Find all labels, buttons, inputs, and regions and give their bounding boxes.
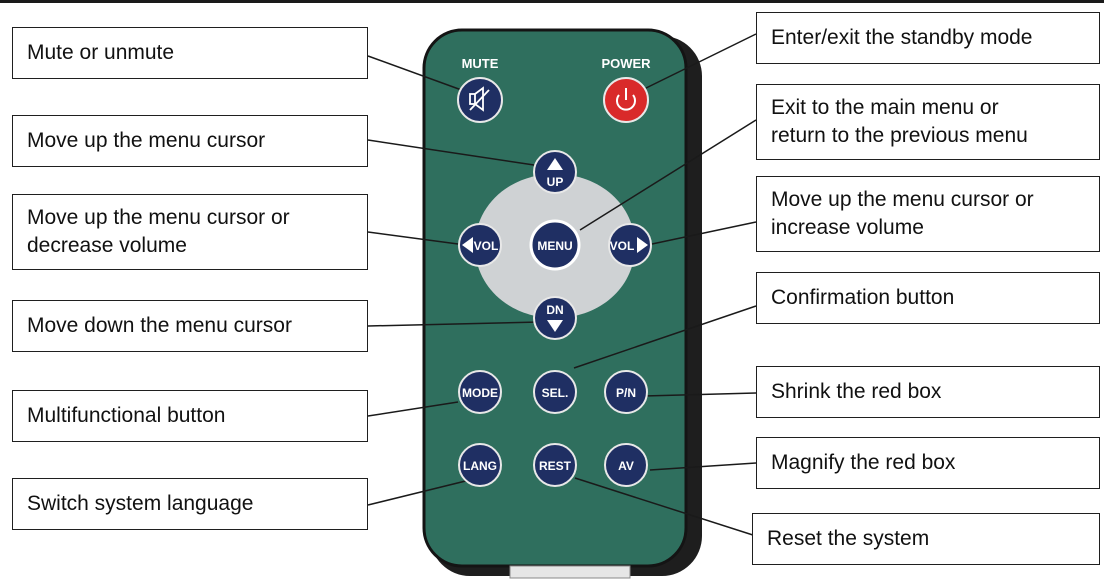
power-caption: POWER	[601, 56, 651, 71]
label-pn: Shrink the red box	[756, 366, 1100, 418]
label-vol-right-line1: Move up the menu cursor or	[771, 188, 1034, 211]
label-mute: Mute or unmute	[12, 27, 368, 79]
top-border-line	[0, 0, 1104, 3]
label-power-text: Enter/exit the standby mode	[771, 26, 1033, 49]
label-vol-left: Move up the menu cursor or decrease volu…	[12, 194, 368, 270]
power-icon	[616, 88, 636, 111]
label-mute-text: Mute or unmute	[27, 41, 175, 64]
button-menu[interactable]: MENU	[529, 219, 581, 271]
sel-text: SEL.	[542, 386, 569, 400]
menu-text: MENU	[537, 239, 572, 253]
label-up-text: Move up the menu cursor	[27, 129, 266, 152]
dn-text: DN	[546, 303, 563, 317]
button-av[interactable]: AV	[604, 443, 648, 487]
label-menu: Exit to the main menu or return to the p…	[756, 84, 1100, 160]
button-sel[interactable]: SEL.	[533, 370, 577, 414]
label-menu-line1: Exit to the main menu or	[771, 96, 999, 119]
label-dn: Move down the menu cursor	[12, 300, 368, 352]
arrow-down-icon	[547, 320, 563, 332]
av-text: AV	[618, 459, 634, 473]
remote-battery-edge	[509, 565, 631, 579]
label-av-text: Magnify the red box	[771, 451, 956, 474]
label-up: Move up the menu cursor	[12, 115, 368, 167]
label-vol-right: Move up the menu cursor or increase volu…	[756, 176, 1100, 252]
mode-text: MODE	[462, 386, 498, 400]
label-vol-left-line1: Move up the menu cursor or	[27, 206, 290, 229]
label-vol-right-line2: increase volume	[771, 216, 924, 239]
label-power: Enter/exit the standby mode	[756, 12, 1100, 64]
button-dn[interactable]: DN	[533, 296, 577, 340]
vol-left-text: VOL	[474, 239, 499, 253]
vol-right-text: VOL	[610, 239, 635, 253]
label-dn-text: Move down the menu cursor	[27, 314, 292, 337]
speaker-mute-icon	[469, 86, 490, 112]
button-up[interactable]: UP	[533, 150, 577, 194]
label-av: Magnify the red box	[756, 437, 1100, 489]
button-vol-right[interactable]: VOL	[608, 223, 652, 267]
label-rest-text: Reset the system	[767, 527, 930, 550]
arrow-up-icon	[547, 158, 563, 170]
button-mode[interactable]: MODE	[458, 370, 502, 414]
label-mode-text: Multifunctional button	[27, 404, 226, 427]
label-sel: Confirmation button	[756, 272, 1100, 324]
button-power[interactable]: POWER	[601, 56, 651, 123]
label-sel-text: Confirmation button	[771, 286, 955, 309]
label-lang-text: Switch system language	[27, 492, 254, 515]
button-pn[interactable]: P/N	[604, 370, 648, 414]
up-text: UP	[547, 175, 564, 189]
button-mute[interactable]: MUTE	[457, 56, 503, 123]
arrow-right-icon	[637, 237, 648, 253]
button-rest[interactable]: REST	[533, 443, 577, 487]
label-mode: Multifunctional button	[12, 390, 368, 442]
label-pn-text: Shrink the red box	[771, 380, 942, 403]
label-menu-line2: return to the previous menu	[771, 124, 1028, 147]
label-lang: Switch system language	[12, 478, 368, 530]
pn-text: P/N	[616, 386, 636, 400]
leader-lines	[367, 33, 757, 537]
arrow-left-icon	[462, 237, 473, 253]
rest-text: REST	[539, 459, 572, 473]
lang-text: LANG	[463, 459, 497, 473]
mute-caption: MUTE	[462, 56, 499, 71]
button-lang[interactable]: LANG	[458, 443, 502, 487]
label-rest: Reset the system	[752, 513, 1100, 565]
button-vol-left[interactable]: VOL	[458, 223, 502, 267]
label-vol-left-line2: decrease volume	[27, 234, 187, 257]
